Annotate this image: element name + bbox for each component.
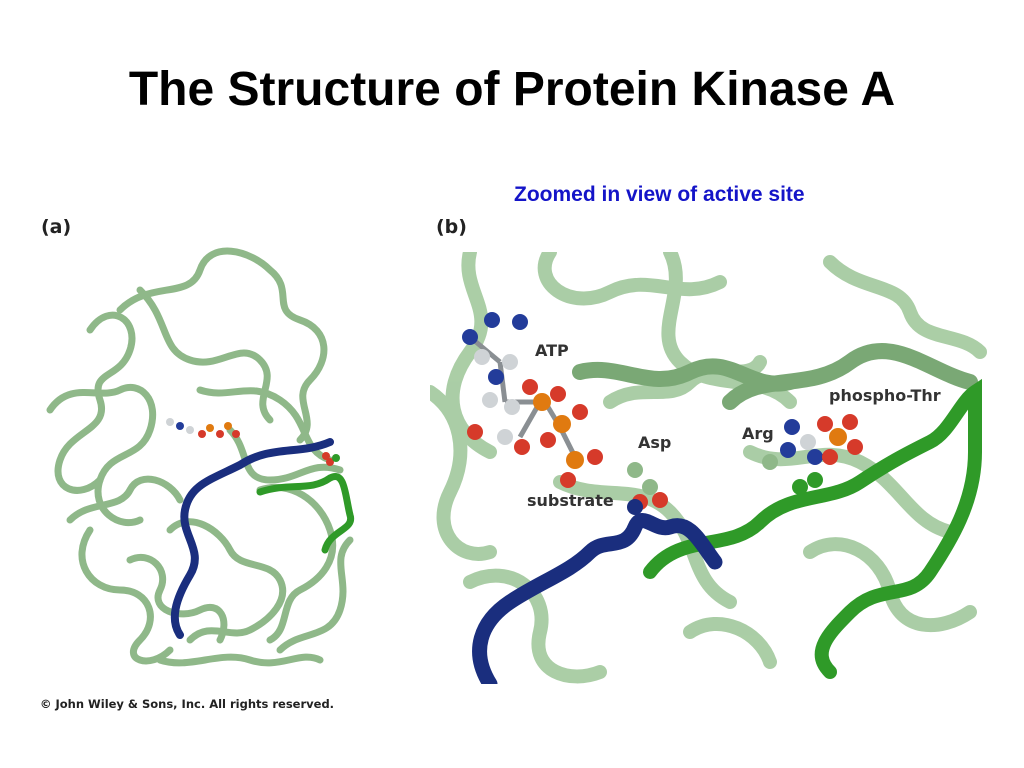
substrate-chain	[170, 438, 334, 639]
slide-title: The Structure of Protein Kinase A	[128, 63, 896, 116]
zoom-subtitle: Zoomed in view of active site	[514, 183, 805, 206]
protein-kinase-overview-image	[46, 247, 355, 667]
substrate-n-atom	[627, 499, 643, 515]
phospho-thr-label: phospho-Thr	[829, 386, 941, 405]
substrate-chain	[472, 513, 723, 684]
phospho-thr-ball-and-stick	[792, 414, 863, 495]
substrate-label: substrate	[527, 491, 614, 510]
active-site-zoom-image	[430, 252, 987, 684]
arg-ball-and-stick	[762, 419, 823, 470]
arg-label: Arg	[742, 424, 774, 443]
panel-b-label: (b)	[436, 216, 467, 238]
copyright-notice: © John Wiley & Sons, Inc. All rights res…	[40, 697, 335, 711]
asp-label: Asp	[638, 433, 672, 452]
atp-ball-and-stick	[166, 418, 240, 438]
atp-label: ATP	[535, 341, 569, 360]
protein-backbone-ribbon	[46, 247, 354, 667]
protein-backbone-front	[572, 343, 978, 410]
phospho-thr-ball-and-stick	[322, 452, 340, 466]
atp-atoms	[462, 312, 603, 488]
activation-loop	[643, 378, 982, 679]
panel-a-label: (a)	[41, 216, 72, 238]
activation-loop	[256, 473, 355, 554]
protein-backbone-ribbon	[430, 252, 987, 684]
